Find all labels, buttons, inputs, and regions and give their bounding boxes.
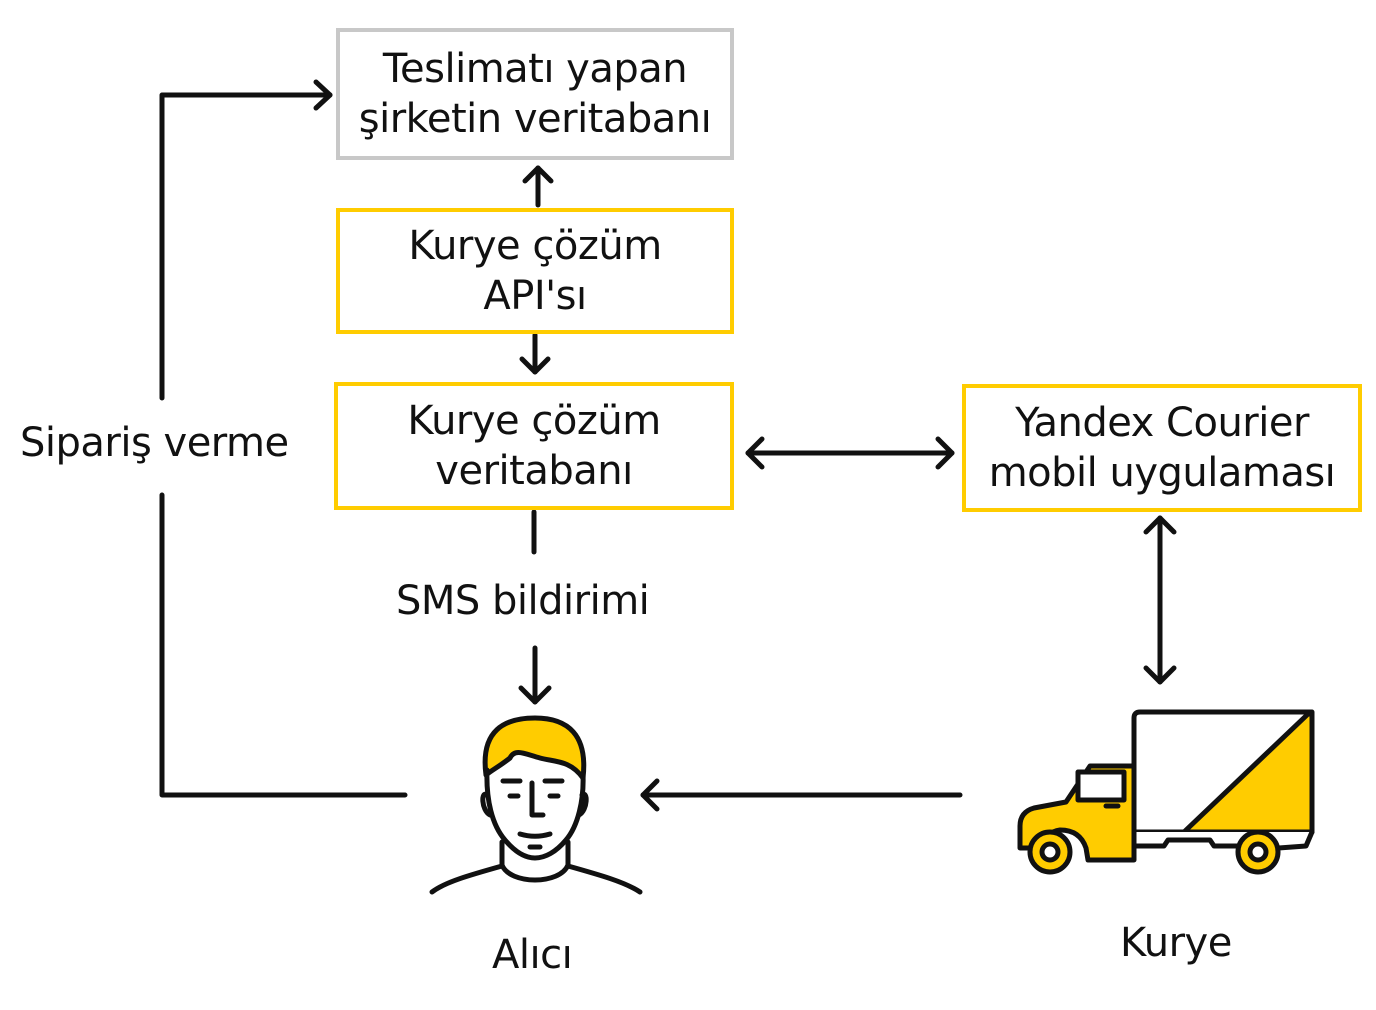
company-database-line2: şirketin veritabanı bbox=[358, 96, 712, 142]
api-to-db-arrowhead bbox=[519, 356, 551, 375]
sms-to-recipient-arrowhead bbox=[518, 685, 552, 705]
app-courier-arrowhead-down bbox=[1143, 665, 1177, 685]
mobile-app-line1: Yandex Courier bbox=[1015, 400, 1309, 446]
order-arrow-line-upper bbox=[159, 92, 333, 401]
order-placement-label: Sipariş verme bbox=[20, 420, 289, 466]
order-arrow-line bbox=[159, 492, 408, 798]
courier-database-line2: veritabanı bbox=[435, 448, 633, 494]
company-database-line1: Teslimatı yapan bbox=[382, 46, 688, 92]
courier-api-line1: Kurye çözüm bbox=[408, 223, 662, 269]
db-app-arrowhead-right bbox=[935, 436, 955, 470]
api-to-company-arrowhead bbox=[522, 165, 554, 184]
mobile-app-line2: mobil uygulaması bbox=[988, 450, 1336, 496]
db-app-arrowhead-left bbox=[745, 436, 765, 470]
courier-label: Kurye bbox=[1120, 920, 1232, 966]
recipient-label: Alıcı bbox=[492, 932, 573, 978]
mobile-app-node: Yandex Courier mobil uygulaması bbox=[962, 384, 1362, 512]
sms-notification-label: SMS bildirimi bbox=[396, 578, 650, 624]
order-arrowhead bbox=[313, 79, 333, 111]
company-database-node: Teslimatı yapan şirketin veritabanı bbox=[336, 28, 734, 160]
app-courier-arrowhead-up bbox=[1143, 515, 1177, 535]
courier-database-node: Kurye çözüm veritabanı bbox=[334, 382, 734, 510]
courier-database-line1: Kurye çözüm bbox=[407, 398, 661, 444]
courier-to-recipient-arrowhead bbox=[640, 778, 660, 812]
courier-api-node: Kurye çözüm API'sı bbox=[336, 208, 734, 334]
courier-api-line2: API'sı bbox=[483, 273, 587, 319]
